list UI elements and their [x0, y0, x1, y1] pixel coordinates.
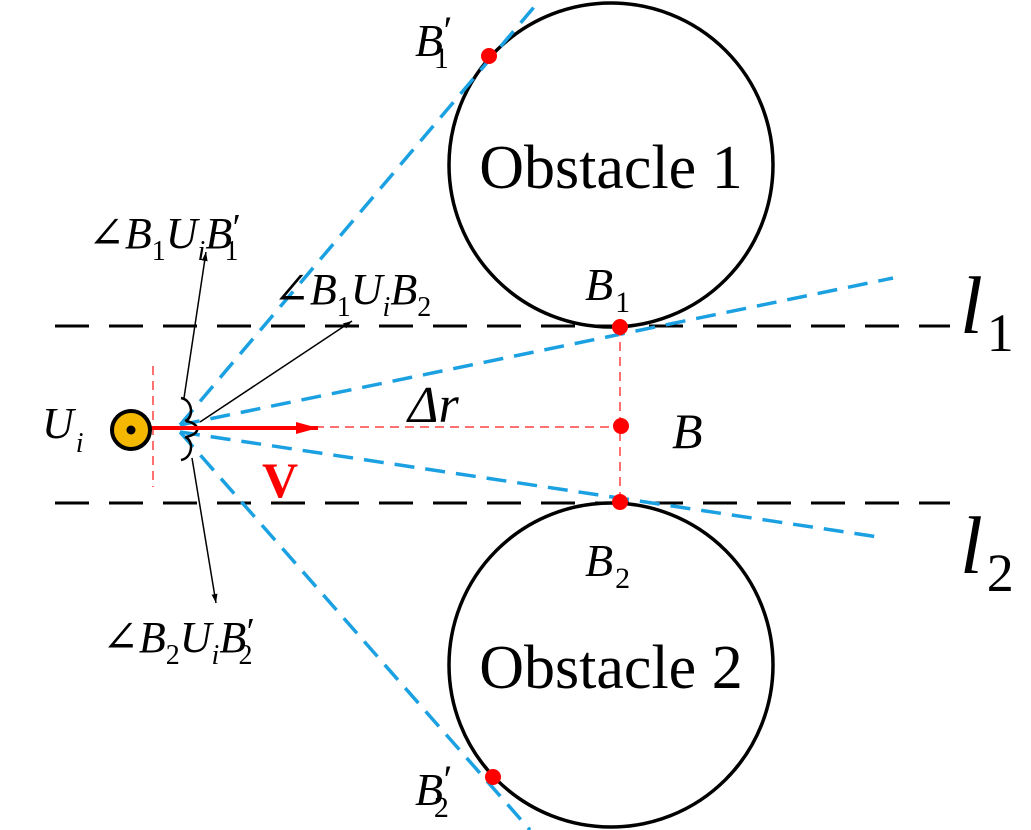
obstacle-1-label: Obstacle 1 — [479, 134, 742, 202]
point-b2 — [612, 494, 628, 510]
delta-r-label: Δr — [406, 377, 460, 434]
line-l1-label: l1 — [960, 260, 1014, 363]
velocity-label: V — [262, 452, 298, 508]
point-b1-label: B1 — [585, 259, 630, 319]
tangent-line-b2 — [179, 430, 886, 540]
obstacle-2-label: Obstacle 2 — [479, 634, 742, 702]
point-b1 — [612, 319, 628, 335]
angle-label-top: ∠B1UiB′1 — [88, 207, 239, 267]
agent-center-dot — [126, 425, 136, 435]
angle-arc-bottom — [180, 435, 193, 462]
point-b2-prime-label: B′2 — [415, 757, 451, 824]
annotation-arrow-top — [183, 251, 208, 399]
line-l2-label: l2 — [960, 500, 1014, 603]
point-b2-label: B2 — [585, 535, 630, 595]
point-b-label: B — [672, 403, 703, 459]
point-b — [613, 418, 629, 434]
angle-label-bottom: ∠B2UiB′2 — [102, 611, 253, 671]
angle-arc-top — [180, 396, 193, 423]
agent-label: Ui — [42, 399, 84, 459]
annotation-arrow-bottom — [191, 457, 218, 604]
point-b1-prime-label: B′1 — [415, 8, 451, 75]
tangent-line-b1 — [179, 276, 894, 427]
tangent-line-b2-prime — [178, 430, 532, 830]
point-b2-prime — [485, 769, 501, 785]
annotation-arrow-mid — [199, 320, 353, 423]
obstacle-2-circle — [447, 501, 775, 829]
obstacle-1-circle — [447, 1, 775, 329]
point-b1-prime — [481, 48, 497, 64]
angle-label-mid: ∠B1UiB2 — [273, 265, 431, 323]
